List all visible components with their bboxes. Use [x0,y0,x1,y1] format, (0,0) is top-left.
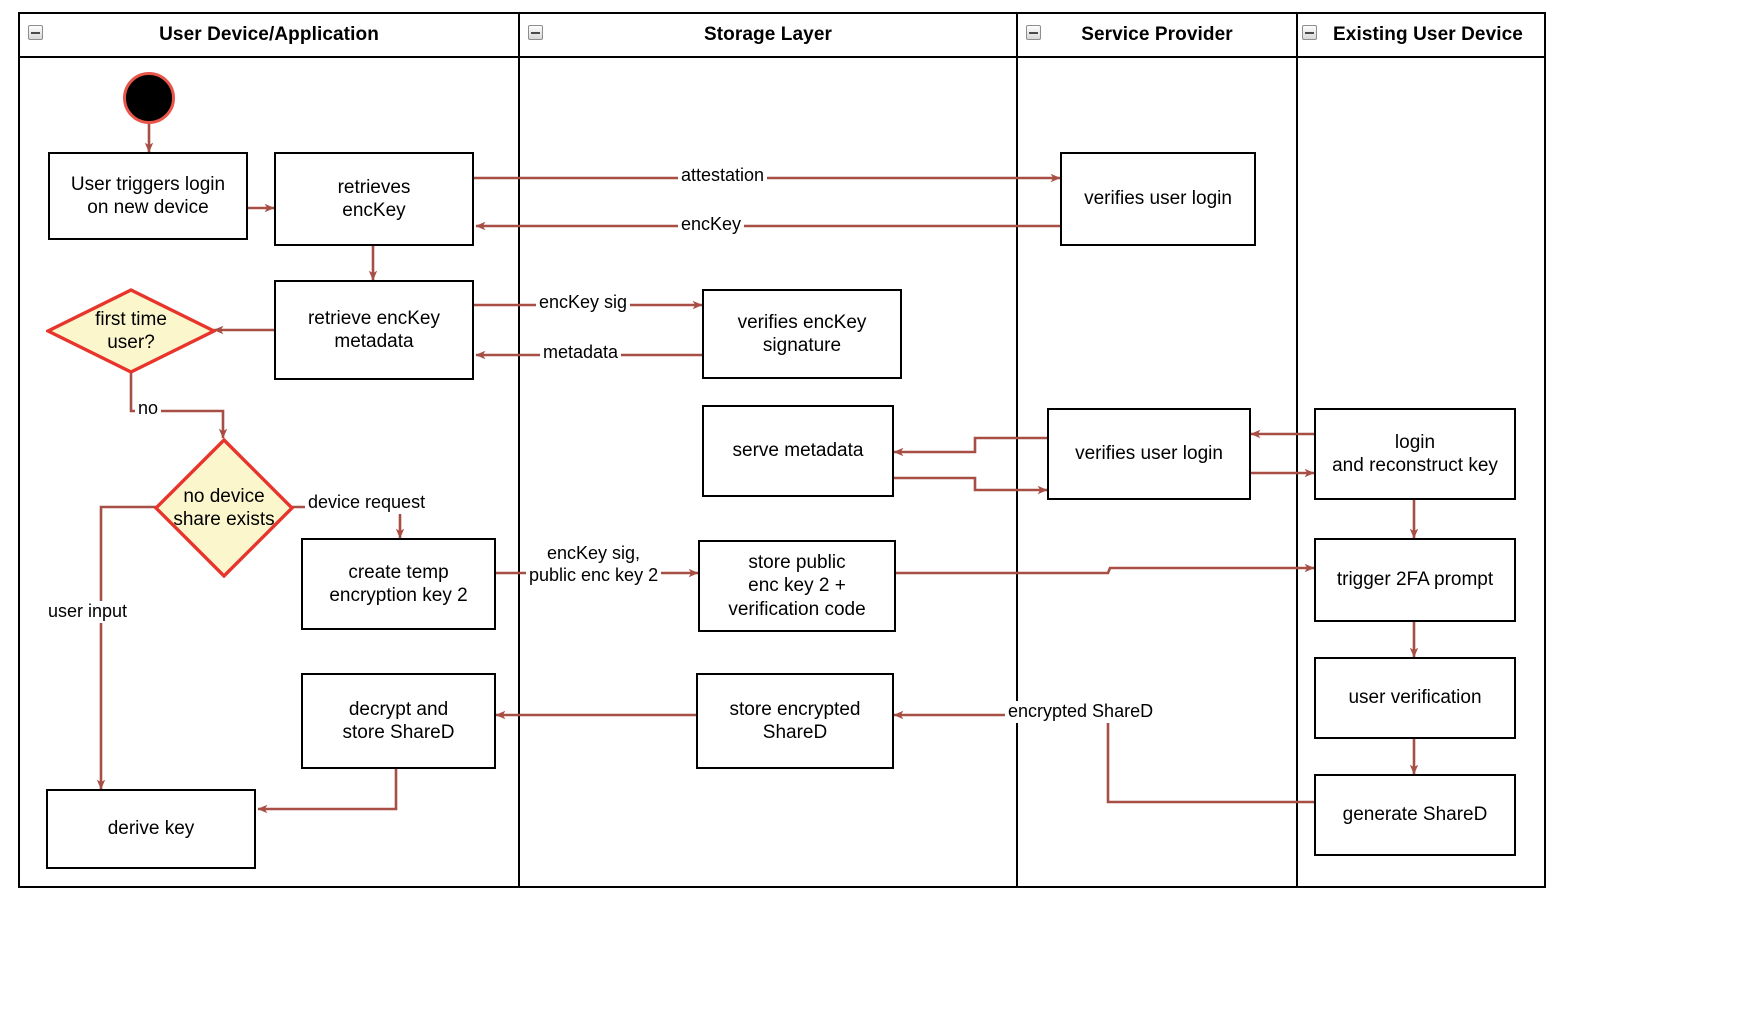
lane-existing-user-device[interactable]: Existing User Device [1296,12,1546,888]
node-store-public-enc-key-2[interactable]: store public enc key 2 + verification co… [698,540,896,632]
start-node [123,72,175,124]
edge-label-metadata: metadata [540,342,622,364]
node-generate-shared[interactable]: generate ShareD [1314,774,1516,856]
lane-header-existing-user-device: Existing User Device [1298,14,1544,58]
lane-title-user-device: User Device/Application [159,24,379,45]
node-first-time-user[interactable]: first time user? [46,288,216,374]
diamond-shape [46,288,216,374]
node-create-temp-encryption-key-2[interactable]: create temp encryption key 2 [301,538,496,630]
edge-label-device-request: device request [305,492,429,514]
edge-label-enckey: encKey [678,214,745,236]
edge-label-no: no [135,398,162,420]
lane-title-existing-user-device: Existing User Device [1333,24,1523,45]
node-trigger-2fa-prompt[interactable]: trigger 2FA prompt [1314,538,1516,622]
collapse-minus-icon[interactable] [28,25,43,40]
node-login-and-reconstruct-key[interactable]: login and reconstruct key [1314,408,1516,500]
edge-label-enckey-sig-public-key: encKey sig, public enc key 2 [526,543,662,587]
node-no-device-share-exists[interactable]: no device share exists [154,438,294,578]
node-verifies-user-login-mid[interactable]: verifies user login [1047,408,1251,500]
node-retrieves-enckey[interactable]: retrieves encKey [274,152,474,246]
node-serve-metadata[interactable]: serve metadata [702,405,894,497]
diamond-shape [154,438,294,578]
node-no-device-share-exists-label: no device share exists [173,485,275,530]
node-user-triggers-login[interactable]: User triggers login on new device [48,152,248,240]
edge-label-user-input: user input [45,601,131,623]
lane-title-storage-layer: Storage Layer [703,24,833,45]
collapse-minus-icon[interactable] [1302,25,1317,40]
edge-label-enckey-sig: encKey sig [536,292,631,314]
lane-title-service-provider: Service Provider [1081,24,1233,45]
lane-header-user-device: User Device/Application [20,14,518,58]
node-store-encrypted-shared[interactable]: store encrypted ShareD [696,673,894,769]
lane-header-service-provider: Service Provider [1018,14,1296,58]
collapse-minus-icon[interactable] [528,25,543,40]
node-decrypt-and-store-shared[interactable]: decrypt and store ShareD [301,673,496,769]
node-verifies-user-login-top[interactable]: verifies user login [1060,152,1256,246]
collapse-minus-icon[interactable] [1026,25,1041,40]
lane-header-storage-layer: Storage Layer [520,14,1016,58]
node-user-verification[interactable]: user verification [1314,657,1516,739]
node-verifies-enckey-signature[interactable]: verifies encKey signature [702,289,902,379]
node-retrieve-enckey-metadata[interactable]: retrieve encKey metadata [274,280,474,380]
node-first-time-user-label: first time user? [95,308,167,353]
node-derive-key[interactable]: derive key [46,789,256,869]
edge-label-encrypted-shared: encrypted ShareD [1005,701,1157,723]
edge-label-attestation: attestation [678,165,768,187]
swimlane-diagram: User Device/Application Storage Layer Se… [18,12,1546,888]
